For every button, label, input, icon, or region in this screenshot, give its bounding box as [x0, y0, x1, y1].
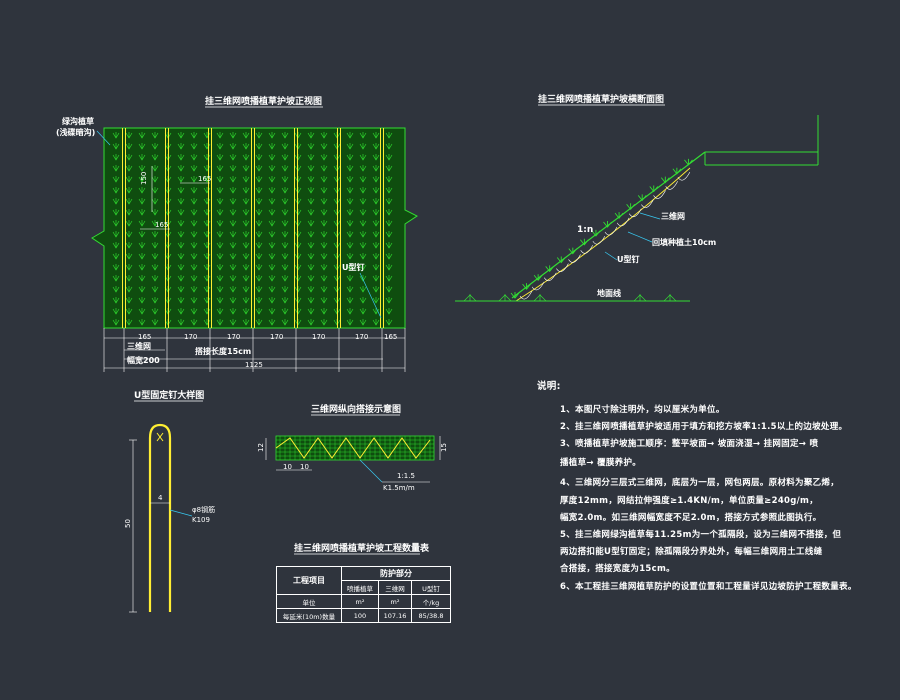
net-detail-title: 三维网纵向搭接示意图	[311, 403, 401, 415]
table-unit-3: 个/kg	[411, 594, 451, 609]
table-sub-col-2: 三维网	[378, 580, 412, 595]
table-col-group: 防护部分	[341, 566, 451, 581]
note-line-3: 3、喷播植草护坡施工顺序：整平坡面→ 坡面浇湿→ 挂网固定→ 喷	[560, 439, 819, 449]
u-nail-height-label: 50	[124, 519, 132, 528]
net-side-left: 12	[257, 443, 265, 452]
cross-section-drawing: 挂三维网喷播植草护坡横断面图 1:n 三维网 回填种植土10cm U型钉 地面线	[455, 93, 819, 302]
bottom-dim-4: 170	[270, 333, 283, 341]
table-row-qty-label: 每延米(10m)数量	[276, 608, 342, 623]
note-line-5: 4、三维网分三层式三维网，底层为一层，网包两层。原材料为聚乙烯，	[560, 478, 840, 488]
shallow-ditch-label: (浅碟暗沟)	[56, 127, 95, 137]
table-value-1: 100	[341, 608, 379, 623]
note-line-1: 1、本图尺寸除注明外，均以厘米为单位。	[560, 405, 725, 415]
net-dim-right: 10	[300, 463, 309, 471]
net-overlap-detail: 三维网纵向搭接示意图 12 15 10 10 1:1.5 K1.5m/m	[257, 403, 448, 492]
grass-pattern	[112, 132, 393, 326]
spacing-h2-label: 165	[155, 221, 168, 229]
u-nail-detail: U型固定钉大样图 50 4 φ8钢筋 K109	[124, 389, 215, 613]
net-callout-label: 三维网	[661, 211, 685, 221]
u-nail-rod-label: φ8钢筋	[192, 505, 215, 514]
note-line-8: 5、挂三维网绿沟植草每11.25m为一个孤隔段，设为三维网不搭接，但	[560, 530, 842, 540]
front-view-drawing: 挂三维网喷播植草护坡正视图 150 165 165 绿沟植草 (浅碟暗沟) U型…	[56, 95, 418, 372]
net-width-label: 三维网	[127, 341, 151, 351]
net-slope-note-2: K1.5m/m	[383, 484, 415, 492]
nail-callout-label: U型钉	[617, 254, 640, 264]
u-nail-shape	[148, 423, 172, 612]
net-line	[515, 167, 691, 302]
bottom-dim-5: 170	[312, 333, 325, 341]
ground-line-label: 地面线	[597, 288, 621, 298]
table-sub-col-1: 喷播植草	[341, 580, 379, 595]
net-slope-note-1: 1:1.5	[397, 472, 415, 480]
u-nail-callout-label: U型钉	[342, 262, 365, 272]
table-sub-col-3: U型钉	[411, 580, 451, 595]
note-line-10: 合搭接，搭接宽度为15cm。	[560, 564, 675, 574]
u-nail-rod-code: K109	[192, 516, 210, 524]
table-unit-2: m²	[378, 594, 412, 609]
ditch-grass-label: 绿沟植草	[62, 116, 94, 126]
table-row-unit-label: 单位	[276, 594, 342, 609]
overlap-length-label: 搭接长度15cm	[195, 346, 251, 356]
note-line-4: 播植草→ 覆膜养护。	[560, 458, 642, 468]
net-side-right: 15	[440, 443, 448, 452]
slope-ratio-label: 1:n	[577, 225, 593, 235]
spacing-vertical-label: 150	[140, 172, 148, 185]
note-line-9: 两边搭扣能U型钉固定；除孤隔段分界处外，每幅三维网用土工线缝	[560, 547, 823, 557]
table-value-3: 85/38.8	[411, 608, 451, 623]
bottom-dim-1: 165	[138, 333, 151, 341]
slope-line	[511, 151, 706, 299]
bottom-dim-2: 170	[184, 333, 197, 341]
u-nail-title: U型固定钉大样图	[134, 389, 204, 401]
notes-heading: 说明:	[537, 381, 561, 392]
table-col-item: 工程项目	[276, 566, 342, 595]
bottom-dim-6: 170	[355, 333, 368, 341]
front-view-title: 挂三维网喷播植草护坡正视图	[205, 95, 322, 107]
roll-width-label: 幅宽200	[127, 355, 160, 365]
bottom-dim-3: 170	[227, 333, 240, 341]
table-value-2: 107.16	[378, 608, 412, 623]
spacing-h1-label: 165	[198, 175, 211, 183]
note-line-6: 厚度12mm，网结拉伸强度≥1.4KN/m，单位质量≥240g/m，	[560, 496, 818, 506]
soil-callout-label: 回填种植土10cm	[652, 237, 716, 247]
net-dim-left: 10	[283, 463, 292, 471]
bottom-dim-7: 165	[384, 333, 397, 341]
total-width-label: 1125	[245, 361, 263, 369]
note-line-11: 6、本工程挂三维网植草防护的设置位置和工程量详见边坡防护工程数量表。	[560, 582, 857, 592]
net-overlap-lines	[122, 128, 384, 328]
quantity-table: 工程项目 防护部分 喷播植草 三维网 U型钉 单位 m² m² 个/kg 每延米…	[276, 566, 451, 623]
u-nail-gap-label: 4	[158, 494, 163, 502]
table-unit-1: m²	[341, 594, 379, 609]
quantity-table-title: 挂三维网喷播植草护坡工程数量表	[294, 542, 430, 554]
cross-section-title: 挂三维网喷播植草护坡横断面图	[538, 93, 664, 105]
note-line-7: 幅宽2.0m。如三维网幅宽度不足2.0m，搭接方式参照此图执行。	[560, 513, 822, 523]
note-line-2: 2、挂三维网喷播植草护坡适用于填方和挖方坡率1:1.5以上的边坡处理。	[560, 422, 848, 432]
